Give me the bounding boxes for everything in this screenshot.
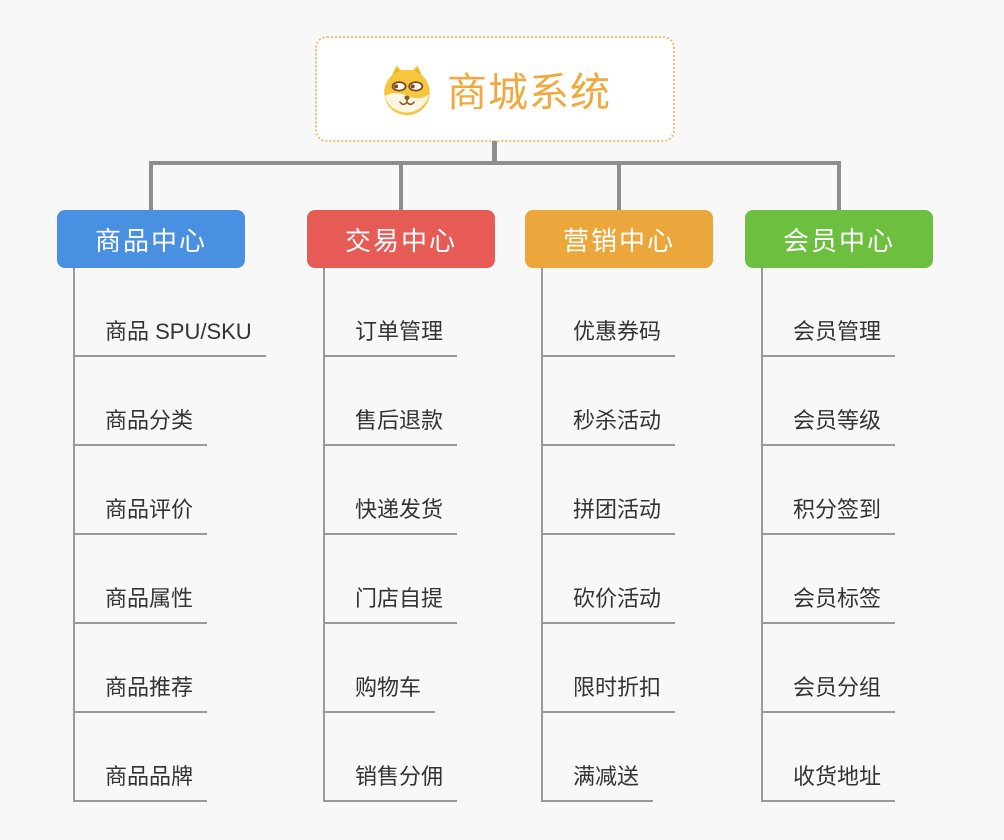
connector-drop-marketing-center — [617, 161, 621, 212]
child-item-label[interactable]: 商品分类 — [73, 403, 208, 446]
child-item-label[interactable]: 砍价活动 — [541, 581, 676, 624]
branch-children-connector-line — [323, 268, 325, 801]
branch-node-marketing-center[interactable]: 营销中心 — [525, 210, 713, 268]
child-item-label[interactable]: 会员等级 — [761, 403, 896, 446]
child-item-member-center-1: 会员等级 — [745, 357, 933, 446]
child-item-member-center-3: 会员标签 — [745, 535, 933, 624]
child-item-label[interactable]: 限时折扣 — [541, 670, 676, 713]
child-item-product-center-3: 商品属性 — [57, 535, 245, 624]
child-item-label[interactable]: 购物车 — [323, 670, 436, 713]
connector-drop-member-center — [837, 161, 841, 212]
child-item-label[interactable]: 会员标签 — [761, 581, 896, 624]
root-node[interactable]: 商城系统 — [315, 36, 675, 142]
connector-drop-trade-center — [399, 161, 403, 212]
child-item-product-center-0: 商品 SPU/SKU — [57, 268, 266, 357]
branch-column-marketing-center: 营销中心优惠券码秒杀活动拼团活动砍价活动限时折扣满减送 — [525, 210, 713, 802]
child-item-label[interactable]: 商品推荐 — [73, 670, 208, 713]
child-item-label[interactable]: 商品属性 — [73, 581, 208, 624]
child-item-label[interactable]: 满减送 — [541, 759, 654, 802]
branch-children-connector-line — [73, 268, 75, 801]
branch-children-connector-line — [541, 268, 543, 801]
child-item-product-center-5: 商品品牌 — [57, 713, 245, 802]
child-item-trade-center-4: 购物车 — [307, 624, 495, 713]
child-item-marketing-center-3: 砍价活动 — [525, 535, 713, 624]
child-item-label[interactable]: 售后退款 — [323, 403, 458, 446]
child-item-label[interactable]: 优惠券码 — [541, 314, 676, 357]
child-item-label[interactable]: 会员分组 — [761, 670, 896, 713]
child-item-label[interactable]: 快递发货 — [323, 492, 458, 535]
child-item-marketing-center-2: 拼团活动 — [525, 446, 713, 535]
child-item-label[interactable]: 商品品牌 — [73, 759, 208, 802]
child-item-trade-center-3: 门店自提 — [307, 535, 495, 624]
child-item-label[interactable]: 收货地址 — [761, 759, 896, 802]
child-item-marketing-center-0: 优惠券码 — [525, 268, 713, 357]
child-item-trade-center-0: 订单管理 — [307, 268, 495, 357]
branch-column-member-center: 会员中心会员管理会员等级积分签到会员标签会员分组收货地址 — [745, 210, 933, 802]
child-item-marketing-center-4: 限时折扣 — [525, 624, 713, 713]
branch-column-trade-center: 交易中心订单管理售后退款快递发货门店自提购物车销售分佣 — [307, 210, 495, 802]
child-item-label[interactable]: 销售分佣 — [323, 759, 458, 802]
connector-root-stub — [492, 141, 497, 162]
branch-column-product-center: 商品中心商品 SPU/SKU 商品分类商品评价商品属性商品推荐商品品牌 — [57, 210, 266, 802]
child-item-trade-center-2: 快递发货 — [307, 446, 495, 535]
branch-children-connector-line — [761, 268, 763, 801]
child-item-marketing-center-5: 满减送 — [525, 713, 713, 802]
root-title: 商城系统 — [447, 71, 611, 115]
child-item-member-center-4: 会员分组 — [745, 624, 933, 713]
child-item-label[interactable]: 会员管理 — [761, 314, 896, 357]
child-item-marketing-center-1: 秒杀活动 — [525, 357, 713, 446]
shiba-dog-icon — [384, 65, 430, 116]
child-item-product-center-1: 商品分类 — [57, 357, 245, 446]
connector-drop-product-center — [149, 161, 153, 212]
child-item-product-center-4: 商品推荐 — [57, 624, 245, 713]
child-item-product-center-2: 商品评价 — [57, 446, 245, 535]
child-item-member-center-2: 积分签到 — [745, 446, 933, 535]
child-item-label[interactable]: 商品评价 — [73, 492, 208, 535]
branch-node-member-center[interactable]: 会员中心 — [745, 210, 933, 268]
connector-bus-line — [149, 161, 841, 165]
child-item-member-center-5: 收货地址 — [745, 713, 933, 802]
child-item-label[interactable]: 积分签到 — [761, 492, 896, 535]
child-item-trade-center-1: 售后退款 — [307, 357, 495, 446]
child-item-label[interactable]: 拼团活动 — [541, 492, 676, 535]
branch-node-trade-center[interactable]: 交易中心 — [307, 210, 495, 268]
child-item-label[interactable]: 商品 SPU/SKU — [73, 314, 266, 357]
child-item-trade-center-5: 销售分佣 — [307, 713, 495, 802]
branch-node-product-center[interactable]: 商品中心 — [57, 210, 245, 268]
child-item-label[interactable]: 秒杀活动 — [541, 403, 676, 446]
child-item-member-center-0: 会员管理 — [745, 268, 933, 357]
child-item-label[interactable]: 门店自提 — [323, 581, 458, 624]
child-item-label[interactable]: 订单管理 — [323, 314, 458, 357]
